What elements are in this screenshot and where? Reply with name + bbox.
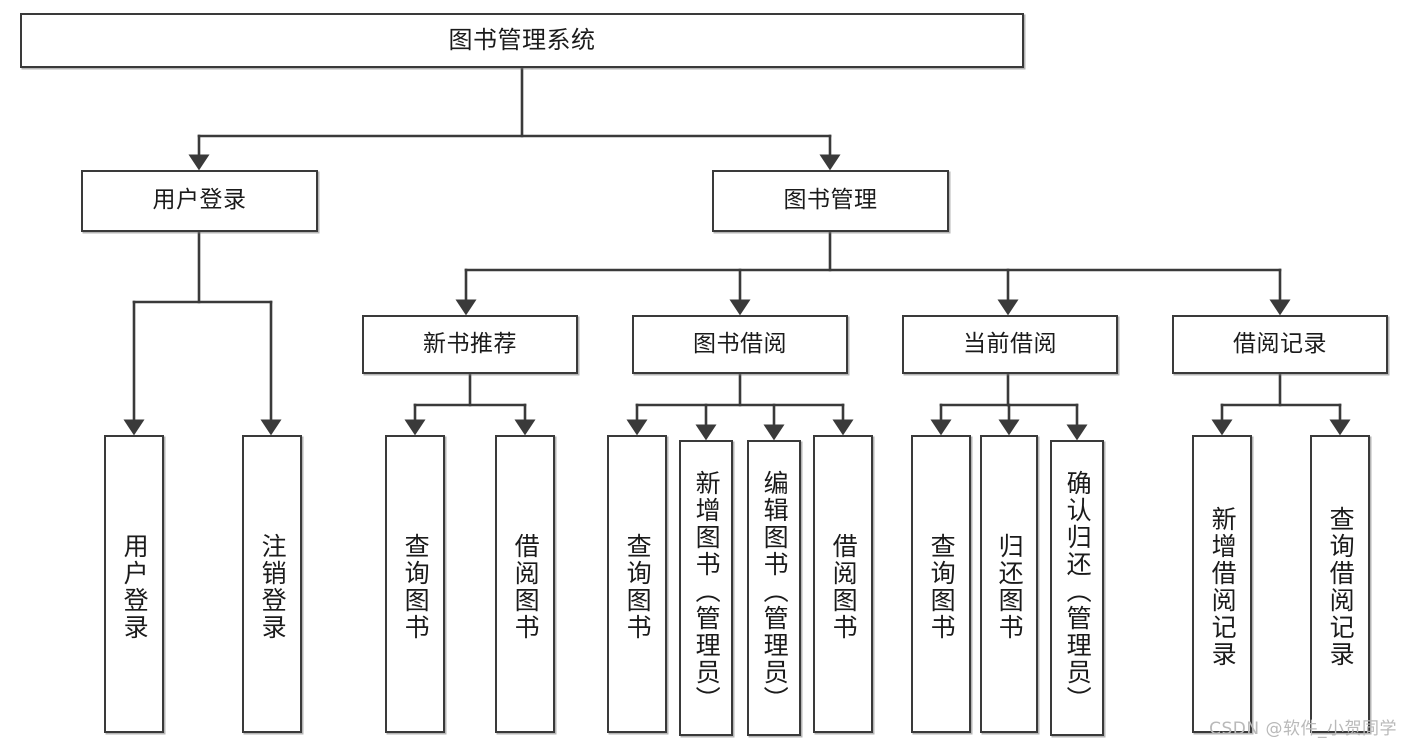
node-leaf-edit-book-label: 编辑图书（管理员）: [760, 469, 790, 713]
node-leaf-confirm-return-label: 确认归还（管理员）: [1063, 469, 1093, 713]
node-user-login-label: 用户登录: [152, 187, 247, 214]
node-new-book-recommend[interactable]: 新书推荐: [362, 315, 578, 374]
node-leaf-return-book-label: 归还图书: [995, 533, 1025, 641]
leaf-text-wrap: 用户登录: [106, 443, 162, 731]
node-book-manage[interactable]: 图书管理: [712, 170, 949, 232]
node-book-borrow[interactable]: 图书借阅: [632, 315, 848, 374]
node-leaf-borrow-book-1-label: 借阅图书: [511, 533, 541, 641]
node-user-login[interactable]: 用户登录: [81, 170, 318, 232]
node-leaf-query-book-2-label: 查询图书: [623, 533, 653, 641]
node-leaf-query-book-3[interactable]: 查询图书: [911, 435, 971, 733]
node-current-borrow-label: 当前借阅: [963, 330, 1057, 357]
node-leaf-query-record-label: 查询借阅记录: [1326, 506, 1356, 668]
node-book-borrow-label: 图书借阅: [693, 330, 787, 357]
node-leaf-user-login-label: 用户登录: [120, 533, 150, 641]
leaf-text-wrap: 新增图书（管理员）: [681, 448, 731, 734]
leaf-text-wrap: 借阅图书: [497, 443, 553, 731]
node-current-borrow[interactable]: 当前借阅: [902, 315, 1118, 374]
node-leaf-query-book-2[interactable]: 查询图书: [607, 435, 667, 733]
node-leaf-query-book-3-label: 查询图书: [927, 533, 957, 641]
node-leaf-add-record[interactable]: 新增借阅记录: [1192, 435, 1252, 733]
csdn-watermark: CSDN @软件_小贺同学: [1209, 719, 1397, 739]
node-leaf-return-book[interactable]: 归还图书: [980, 435, 1038, 733]
node-borrow-record[interactable]: 借阅记录: [1172, 315, 1388, 374]
node-borrow-record-label: 借阅记录: [1233, 330, 1327, 357]
leaf-text-wrap: 查询图书: [609, 443, 665, 731]
node-leaf-borrow-book-2[interactable]: 借阅图书: [813, 435, 873, 733]
node-leaf-confirm-return[interactable]: 确认归还（管理员）: [1050, 440, 1104, 736]
leaf-text-wrap: 确认归还（管理员）: [1052, 448, 1102, 734]
leaf-text-wrap: 注销登录: [244, 443, 300, 731]
leaf-text-wrap: 查询图书: [913, 443, 969, 731]
node-leaf-query-book-1-label: 查询图书: [401, 533, 431, 641]
node-leaf-edit-book[interactable]: 编辑图书（管理员）: [747, 440, 801, 736]
node-leaf-logout-login-label: 注销登录: [258, 533, 288, 641]
node-leaf-borrow-book-1[interactable]: 借阅图书: [495, 435, 555, 733]
node-leaf-query-record[interactable]: 查询借阅记录: [1310, 435, 1370, 733]
leaf-text-wrap: 查询借阅记录: [1312, 443, 1368, 731]
leaf-text-wrap: 归还图书: [982, 443, 1036, 731]
node-root-system[interactable]: 图书管理系统: [20, 13, 1024, 68]
leaf-text-wrap: 借阅图书: [815, 443, 871, 731]
node-leaf-user-login[interactable]: 用户登录: [104, 435, 164, 733]
node-leaf-logout-login[interactable]: 注销登录: [242, 435, 302, 733]
leaf-text-wrap: 查询图书: [387, 443, 443, 731]
node-book-manage-label: 图书管理: [783, 187, 878, 214]
leaf-text-wrap: 编辑图书（管理员）: [749, 448, 799, 734]
node-new-book-recommend-label: 新书推荐: [423, 330, 517, 357]
node-leaf-borrow-book-2-label: 借阅图书: [829, 533, 859, 641]
node-leaf-add-book-label: 新增图书（管理员）: [692, 469, 722, 713]
node-leaf-add-record-label: 新增借阅记录: [1208, 506, 1238, 668]
leaf-text-wrap: 新增借阅记录: [1194, 443, 1250, 731]
node-root-system-label: 图书管理系统: [448, 26, 596, 55]
node-leaf-add-book[interactable]: 新增图书（管理员）: [679, 440, 733, 736]
node-leaf-query-book-1[interactable]: 查询图书: [385, 435, 445, 733]
